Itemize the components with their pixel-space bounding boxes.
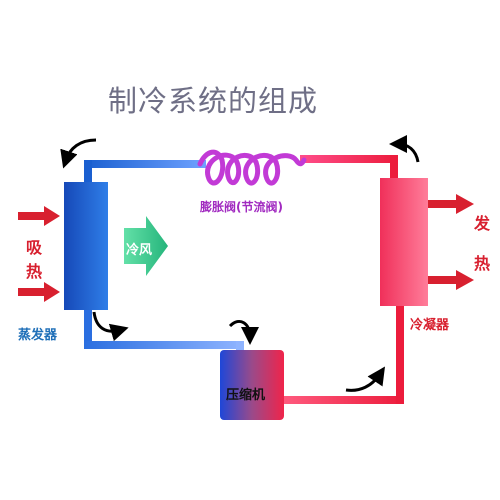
bottom-pipe-cold <box>84 341 242 349</box>
top-pipe-cold <box>84 160 206 168</box>
release-label-2: 热 <box>474 254 491 273</box>
flow-arrow-top-right <box>389 135 420 163</box>
flow-arrow-comp-out <box>345 366 385 392</box>
condenser-unit <box>380 178 428 306</box>
cold-wind-label: 冷风 <box>126 243 153 258</box>
cond-down-pipe <box>396 305 404 404</box>
left-riser <box>84 160 92 184</box>
right-riser <box>390 155 398 182</box>
absorb-arrow-top <box>18 206 60 226</box>
expansion-valve-coil <box>197 149 307 186</box>
absorb-label-1: 吸 <box>26 238 43 257</box>
compressor-unit <box>220 350 284 420</box>
flow-arrow-top-left <box>60 138 97 169</box>
comp-outlet-pipe <box>280 396 404 404</box>
absorb-arrow-bottom <box>18 282 60 302</box>
top-pipe-hot <box>300 155 398 163</box>
evap-down-pipe <box>84 308 92 346</box>
expansion-valve-label: 膨胀阀(节流阀) <box>200 200 283 214</box>
compressor-label: 压缩机 <box>226 388 266 403</box>
evaporator-unit <box>64 182 108 310</box>
absorb-label-2: 热 <box>26 262 43 281</box>
flow-arrow-comp-in <box>228 320 259 345</box>
release-arrow-top <box>428 194 474 214</box>
cold-wind-arrow <box>124 216 168 276</box>
flow-arrow-evap-bottom <box>92 311 129 342</box>
evaporator-label: 蒸发器 <box>18 328 58 343</box>
condenser-label: 冷凝器 <box>410 318 450 333</box>
release-label-1: 发 <box>474 214 491 233</box>
comp-inlet-pipe <box>236 341 244 355</box>
release-arrow-bottom <box>428 270 474 290</box>
diagram-title: 制冷系统的组成 <box>108 84 319 118</box>
